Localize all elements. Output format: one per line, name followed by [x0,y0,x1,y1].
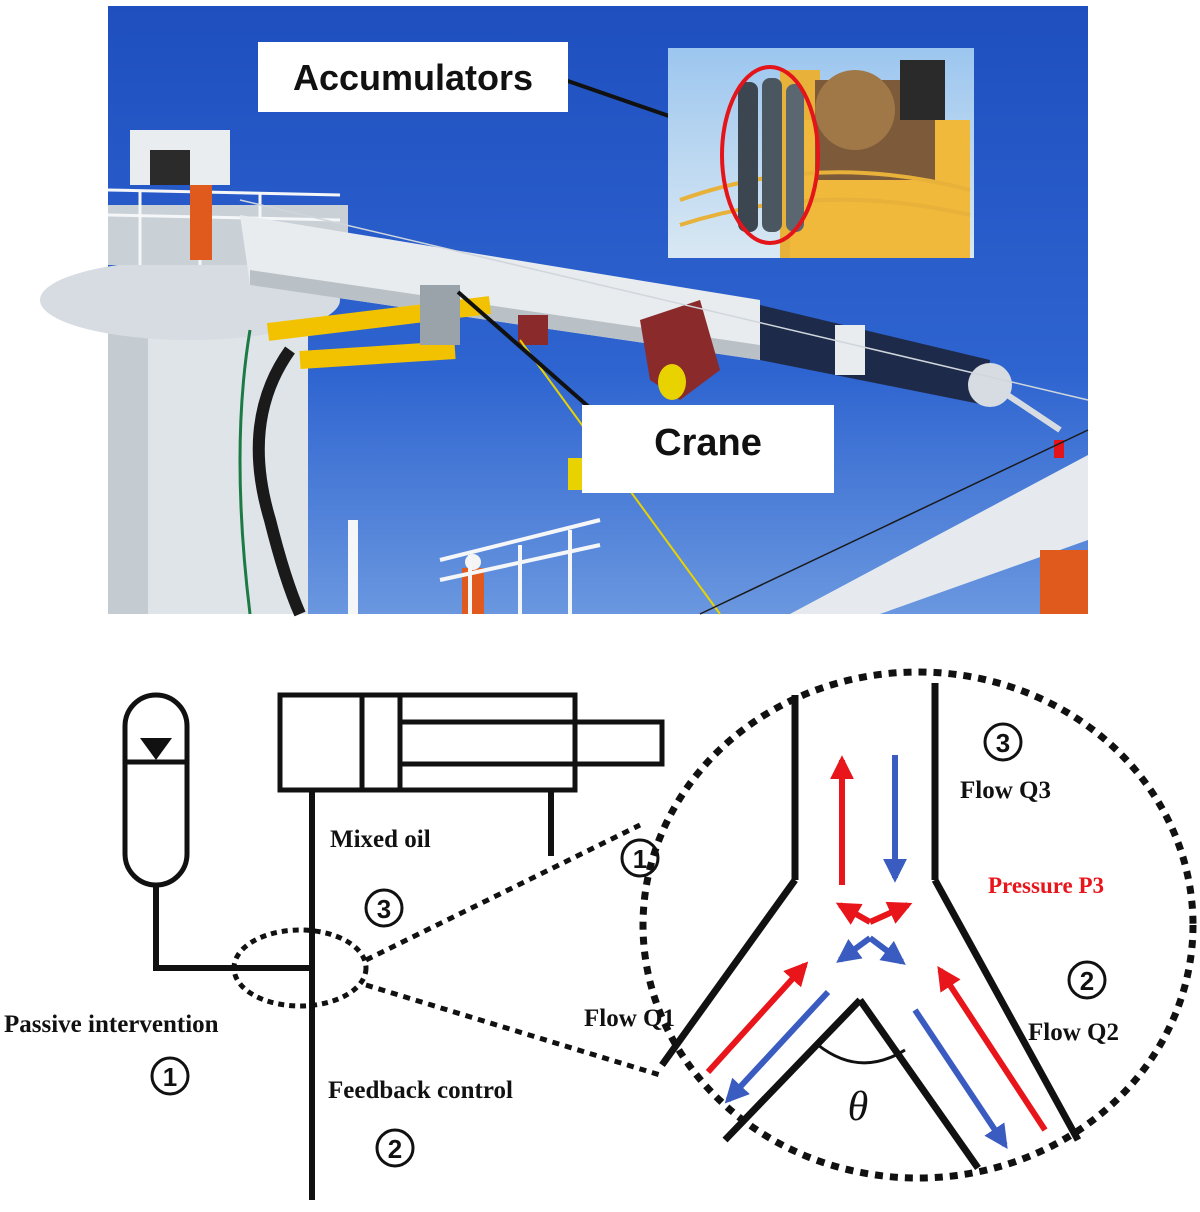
accumulator-symbol [122,692,190,888]
accumulator-tank [738,82,758,232]
accumulator-tank [762,78,782,232]
accumulators-inset-photo [668,48,974,258]
center-blue-arrow [868,935,906,965]
accumulators-highlight-circle [720,65,820,245]
hydraulic-hoses [252,346,306,617]
crane-label: Crane [654,422,762,464]
passive-intervention-label: Passive intervention [4,1011,219,1038]
angle-arc [817,1043,906,1065]
marker-flow-q3: 3 [983,722,1023,762]
magnified-junction-circle [639,668,1197,1182]
center-blue-arrow [836,935,872,963]
marker-flow-q1: 1 [620,838,660,878]
inflow-arrow [937,965,1048,1132]
svg-text:3: 3 [996,728,1010,758]
crane-label-box [582,405,834,493]
cylinder-body [277,692,578,793]
feedback-control-label: Feedback control [328,1077,513,1104]
flow-q2-label: Flow Q2 [1028,1019,1119,1046]
svg-text:2: 2 [388,1134,402,1164]
flow-q1-label: Flow Q1 [584,1005,675,1032]
accumulators-label-box [258,42,568,112]
flow-arrows [705,755,1048,1149]
junction-zoom-ellipse [231,927,369,1009]
svg-text:1: 1 [633,844,647,874]
crane-pointer [456,290,592,410]
worker [462,568,484,614]
svg-text:2: 2 [1080,966,1094,996]
y-junction-pipe [659,683,1082,1171]
crane-boom [240,215,760,360]
marker-passive-intervention: 1 [150,1056,190,1096]
accumulator-tank [786,84,804,232]
outflow-arrow [912,1008,1008,1149]
mixed-oil-label: Mixed oil [330,826,431,853]
hydraulic-cylinder [299,341,456,369]
pressure-p3-label: Pressure P3 [988,873,1104,898]
center-red-arrow [868,901,913,925]
marker-mixed-oil: 3 [364,888,404,928]
angle-theta-label: θ [848,1084,869,1130]
svg-text:3: 3 [377,894,391,924]
crane-photo: Accumulators Crane [40,6,1089,617]
hydraulic-schematic [122,668,1197,1200]
inflow-arrow [705,961,809,1075]
svg-text:1: 1 [163,1062,177,1092]
deck-pipe [790,455,1088,614]
crane-boom-extension [760,305,990,405]
marker-feedback-control: 2 [375,1128,415,1168]
outflow-arrow [724,989,831,1104]
worker [190,180,212,260]
cylinder-rod [397,719,665,767]
circled-markers: 1 2 3 1 2 3 [150,722,1107,1168]
flow-q3-label: Flow Q3 [960,777,1051,804]
marker-flow-q2: 2 [1067,960,1107,1000]
accumulators-label: Accumulators [293,57,533,98]
center-red-arrow [835,902,872,925]
accumulator-pipe [153,885,312,971]
